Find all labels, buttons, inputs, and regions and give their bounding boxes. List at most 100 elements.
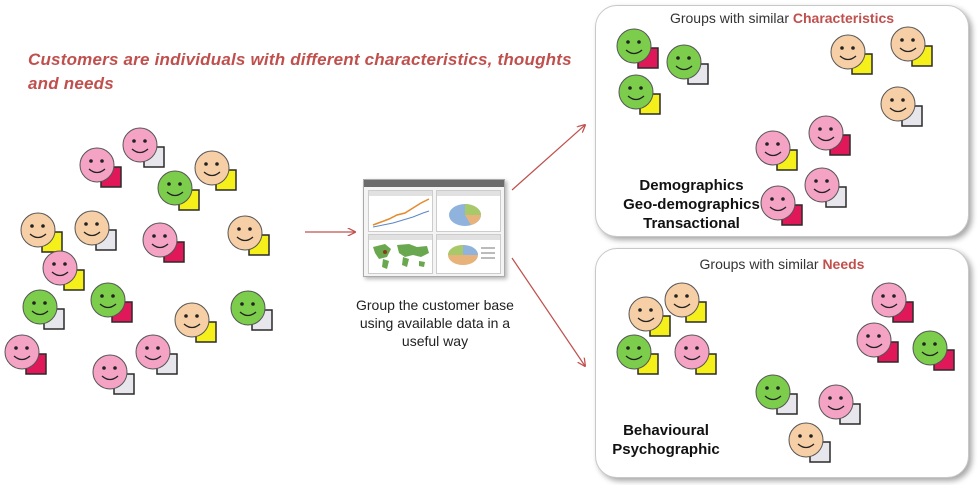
smiley-eye <box>52 262 56 266</box>
item-psychographic: Psychographic <box>612 441 720 458</box>
smiley-eye <box>765 386 769 390</box>
smiley-face-icon <box>616 28 652 64</box>
smiley-face-icon <box>194 150 230 186</box>
smiley-mouth <box>764 395 782 401</box>
smiley-face-icon <box>79 147 115 183</box>
customer-figure <box>760 185 803 226</box>
smiley-eye <box>204 162 208 166</box>
smiley-mouth <box>625 355 643 361</box>
smiley-face-icon <box>788 422 824 458</box>
smiley-mouth <box>673 303 691 309</box>
item-transactional: Transactional <box>643 215 740 232</box>
smiley-eye <box>877 334 881 338</box>
customer-figure <box>616 334 659 375</box>
smiley-face-icon <box>74 210 110 246</box>
smiley-eye <box>649 308 653 312</box>
customer-figure <box>227 215 270 256</box>
smiley-face-icon <box>122 127 158 163</box>
smiley-mouth <box>51 271 69 277</box>
smiley-eye <box>922 342 926 346</box>
characteristics-panel-title: Groups with similar Characteristics <box>596 10 968 26</box>
smiley-mouth <box>683 355 701 361</box>
needs-list: Behavioural Psychographic <box>601 421 731 459</box>
smiley-eye <box>25 346 29 350</box>
customer-figure <box>755 130 798 171</box>
customer-figure <box>890 26 933 67</box>
smiley-mouth <box>827 405 845 411</box>
smiley-eye <box>881 294 885 298</box>
smiley-eye <box>776 142 780 146</box>
smiley-mouth <box>166 191 184 197</box>
smiley-eye <box>684 346 688 350</box>
customer-figure <box>618 74 661 115</box>
customer-figure <box>22 289 65 330</box>
smiley-face-icon <box>880 86 916 122</box>
smiley-face-icon <box>92 354 128 390</box>
smiley-face-icon <box>912 330 948 366</box>
customer-figure <box>628 296 671 337</box>
smiley-eye <box>901 98 905 102</box>
customer-figure <box>74 210 117 251</box>
smiley-eye <box>818 127 822 131</box>
smiley-eye <box>911 38 915 42</box>
smiley-face-icon <box>666 44 702 80</box>
smiley-eye <box>765 142 769 146</box>
smiley-eye <box>251 302 255 306</box>
smiley-eye <box>900 38 904 42</box>
customer-figure <box>157 170 200 211</box>
smiley-face-icon <box>818 384 854 420</box>
smiley-face-icon <box>174 302 210 338</box>
smiley-mouth <box>99 303 117 309</box>
smiley-mouth <box>764 151 782 157</box>
customer-figure <box>818 384 861 425</box>
smiley-eye <box>167 182 171 186</box>
smiley-eye <box>63 262 67 266</box>
panel-title-highlight: Needs <box>822 256 865 272</box>
smiley-eye <box>237 227 241 231</box>
smiley-eye <box>163 234 167 238</box>
item-geo-demographics: Geo-demographics <box>623 196 760 213</box>
smiley-eye <box>84 222 88 226</box>
customer-figure <box>174 302 217 343</box>
customer-figure <box>912 330 955 371</box>
smiley-mouth <box>88 168 106 174</box>
smiley-eye <box>814 179 818 183</box>
customer-figure <box>79 147 122 188</box>
smiley-face-icon <box>157 170 193 206</box>
smiley-eye <box>156 346 160 350</box>
grouping-caption: Group the customer base using available … <box>356 297 514 349</box>
smiley-eye <box>111 294 115 298</box>
customer-figure <box>4 334 47 375</box>
smiley-eye <box>132 139 136 143</box>
smiley-eye <box>639 86 643 90</box>
arrow-to-needs <box>511 257 585 366</box>
smiley-eye <box>626 40 630 44</box>
smiley-eye <box>41 224 45 228</box>
dashboard-map <box>368 234 433 274</box>
smiley-face-icon <box>618 74 654 110</box>
smiley-mouth <box>637 317 655 323</box>
smiley-mouth <box>101 375 119 381</box>
smiley-face-icon <box>90 282 126 318</box>
smiley-mouth <box>839 55 857 61</box>
customer-figure <box>42 250 85 291</box>
smiley-face-icon <box>616 334 652 370</box>
smiley-eye <box>687 56 691 60</box>
customer-figure <box>664 282 707 323</box>
smiley-eye <box>89 159 93 163</box>
smiley-mouth <box>627 95 645 101</box>
panel-title-prefix: Groups with similar <box>699 256 823 272</box>
smiley-eye <box>776 386 780 390</box>
customer-figure <box>230 290 273 331</box>
item-demographics: Demographics <box>639 177 744 194</box>
customer-figure <box>20 212 63 253</box>
smiley-eye <box>178 182 182 186</box>
smiley-face-icon <box>755 374 791 410</box>
smiley-eye <box>102 366 106 370</box>
dashboard-donut-chart <box>436 234 501 274</box>
smiley-face-icon <box>628 296 664 332</box>
smiley-face-icon <box>135 334 171 370</box>
smiley-mouth <box>144 355 162 361</box>
customer-figure <box>788 422 831 463</box>
smiley-face-icon <box>4 334 40 370</box>
